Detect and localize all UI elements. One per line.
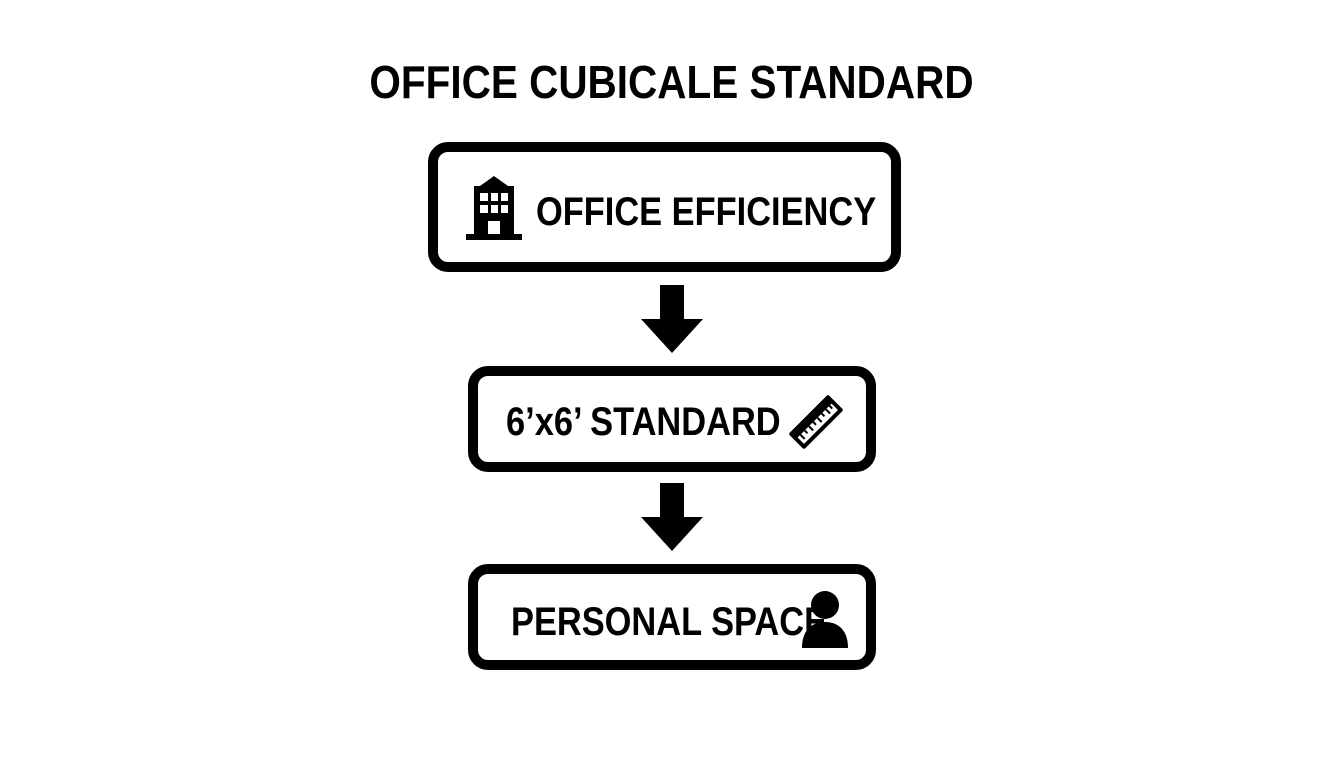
flow-node-personal-space: PERSONAL SPACE [468,564,876,670]
node-label: PERSONAL SPACE [511,600,828,644]
flow-node-office-efficiency: OFFICE EFFICIENCY [428,142,901,272]
ruler-icon [786,392,846,457]
flow-node-6x6-standard: 6’x6’ STANDARD [468,366,876,472]
arrow-down-icon [641,483,703,556]
node-label: 6’x6’ STANDARD [506,400,781,444]
arrow-down-icon [641,285,703,358]
node-label: OFFICE EFFICIENCY [536,190,877,234]
person-icon [800,590,850,653]
office-building-icon [466,176,522,247]
diagram-title: OFFICE CUBICALE STANDARD [369,56,974,108]
